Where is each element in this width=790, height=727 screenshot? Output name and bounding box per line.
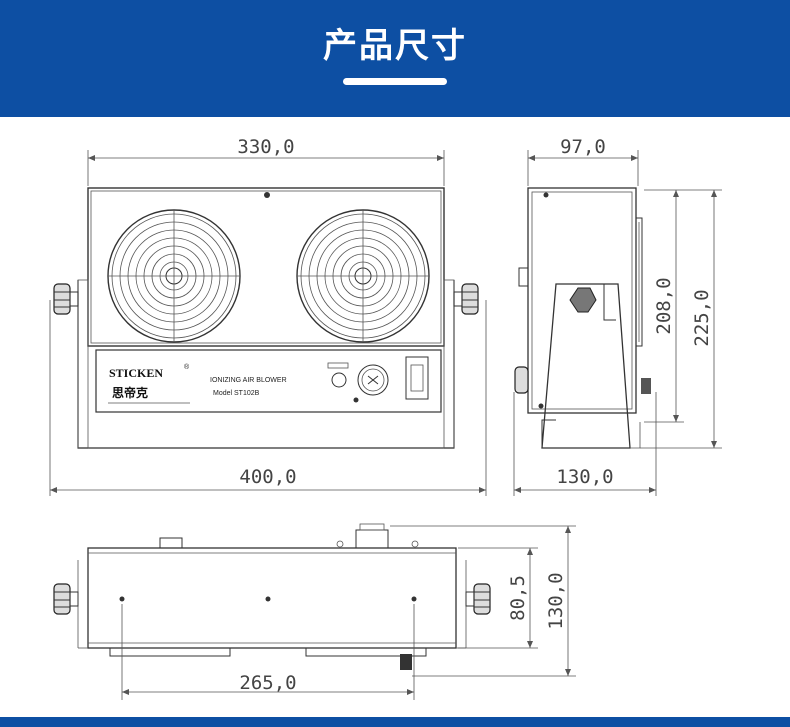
knob-right-top <box>465 583 491 615</box>
title-underline <box>343 78 447 85</box>
front-view: 330,0 <box>49 136 487 496</box>
fan-right <box>296 209 430 343</box>
panel-model: Model ST102B <box>213 390 260 397</box>
brand-cn: 思帝克 <box>112 385 148 400</box>
dim-hole-spacing: 265,0 <box>239 672 296 694</box>
brand-logo: STICKEN <box>109 366 163 380</box>
header-banner: 产品尺寸 <box>0 0 790 117</box>
top-view: 265,0 80,5 130,0 <box>53 523 576 700</box>
svg-text:®: ® <box>184 363 190 371</box>
knob-right <box>453 283 479 315</box>
dim-depth-inner: 80,5 <box>507 575 529 621</box>
dim-depth-bottom: 130,0 <box>556 466 613 488</box>
side-view: 97,0 130,0 208,0 2 <box>513 136 722 496</box>
panel-product-line: IONIZING AIR BLOWER <box>210 377 287 384</box>
footer-bar <box>0 717 790 727</box>
dim-depth-outer: 130,0 <box>545 572 567 629</box>
dim-depth-top: 97,0 <box>560 136 606 158</box>
dim-height-outer: 225,0 <box>691 289 713 346</box>
dim-width-top: 330,0 <box>237 136 294 158</box>
fan-left <box>107 209 241 343</box>
knob-left-top <box>53 583 79 615</box>
page-title: 产品尺寸 <box>323 26 467 66</box>
dim-width-bottom: 400,0 <box>239 466 296 488</box>
knob-left <box>53 283 79 315</box>
dim-height-inner: 208,0 <box>653 277 675 334</box>
